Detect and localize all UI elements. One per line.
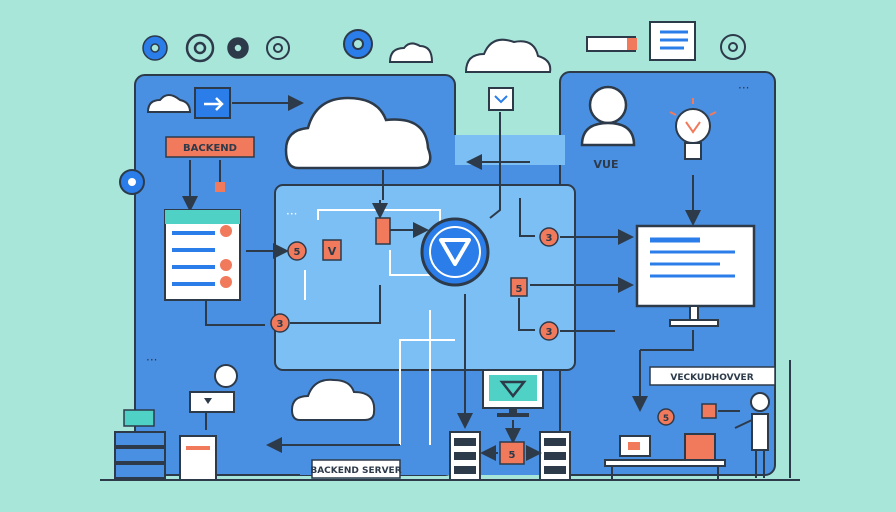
desk-icon [604, 435, 726, 480]
svg-text:5: 5 [516, 284, 523, 295]
connector-node [701, 403, 717, 419]
cloud-icon [464, 38, 552, 73]
gear-icon [227, 37, 249, 59]
connector-node [215, 182, 225, 192]
gear-icon [185, 33, 215, 63]
step-badge [539, 321, 559, 341]
cloud-icon [146, 94, 192, 113]
list-panel [164, 209, 241, 301]
document-icon [649, 21, 696, 61]
svg-text:···: ··· [146, 353, 157, 367]
svg-text:3: 3 [277, 319, 284, 330]
gear-icon [720, 34, 746, 60]
svg-text:3: 3 [546, 327, 553, 338]
user-at-desk-icon [189, 364, 238, 430]
lightbulb-icon [669, 98, 717, 160]
gear-icon [142, 35, 168, 61]
vue-label: VUE [594, 158, 619, 171]
server-stack-icon [179, 435, 217, 481]
server-icon [449, 431, 481, 481]
backend-label-box [165, 136, 255, 158]
backend-server-label-box [311, 459, 401, 479]
progress-bar-icon [586, 36, 637, 52]
svg-text:···: ··· [286, 207, 297, 221]
backend-label: BACKEND [183, 143, 237, 154]
monitor-icon [635, 224, 756, 327]
user-icon [580, 85, 636, 147]
step-badge [287, 241, 307, 261]
vue-logo-icon [420, 217, 490, 287]
step-badge [270, 313, 290, 333]
gear-icon [266, 36, 290, 60]
vue-node [322, 239, 342, 261]
svg-text:5: 5 [294, 247, 301, 258]
cloud-icon [284, 96, 432, 170]
cloud-icon [388, 42, 434, 63]
gear-icon [343, 29, 373, 59]
vue-monitor-icon [482, 369, 544, 417]
vue-dev-label-box [649, 366, 776, 386]
svg-text:···: ··· [738, 81, 749, 95]
chair-icon [684, 433, 716, 461]
svg-text:5: 5 [663, 414, 669, 424]
server-icon [539, 431, 571, 481]
svg-text:3: 3 [546, 233, 553, 244]
presenter-icon [734, 392, 770, 478]
top-connector-band [455, 135, 565, 165]
step-badge [499, 441, 525, 465]
step-badge [657, 408, 675, 426]
inner-panel [274, 184, 576, 371]
step-badge [510, 277, 528, 297]
step-badge [539, 227, 559, 247]
download-icon [488, 87, 514, 111]
vue-dev-label: VECKUDHOVVER [670, 373, 753, 383]
backend-server-label: BACKEND SERVER [310, 466, 401, 476]
svg-text:5: 5 [509, 450, 516, 461]
login-icon [194, 87, 231, 119]
connector-node [375, 217, 391, 245]
cloud-icon [290, 378, 376, 421]
settings-icon [119, 169, 145, 195]
svg-text:V: V [328, 245, 337, 258]
server-stack-icon [114, 409, 166, 479]
